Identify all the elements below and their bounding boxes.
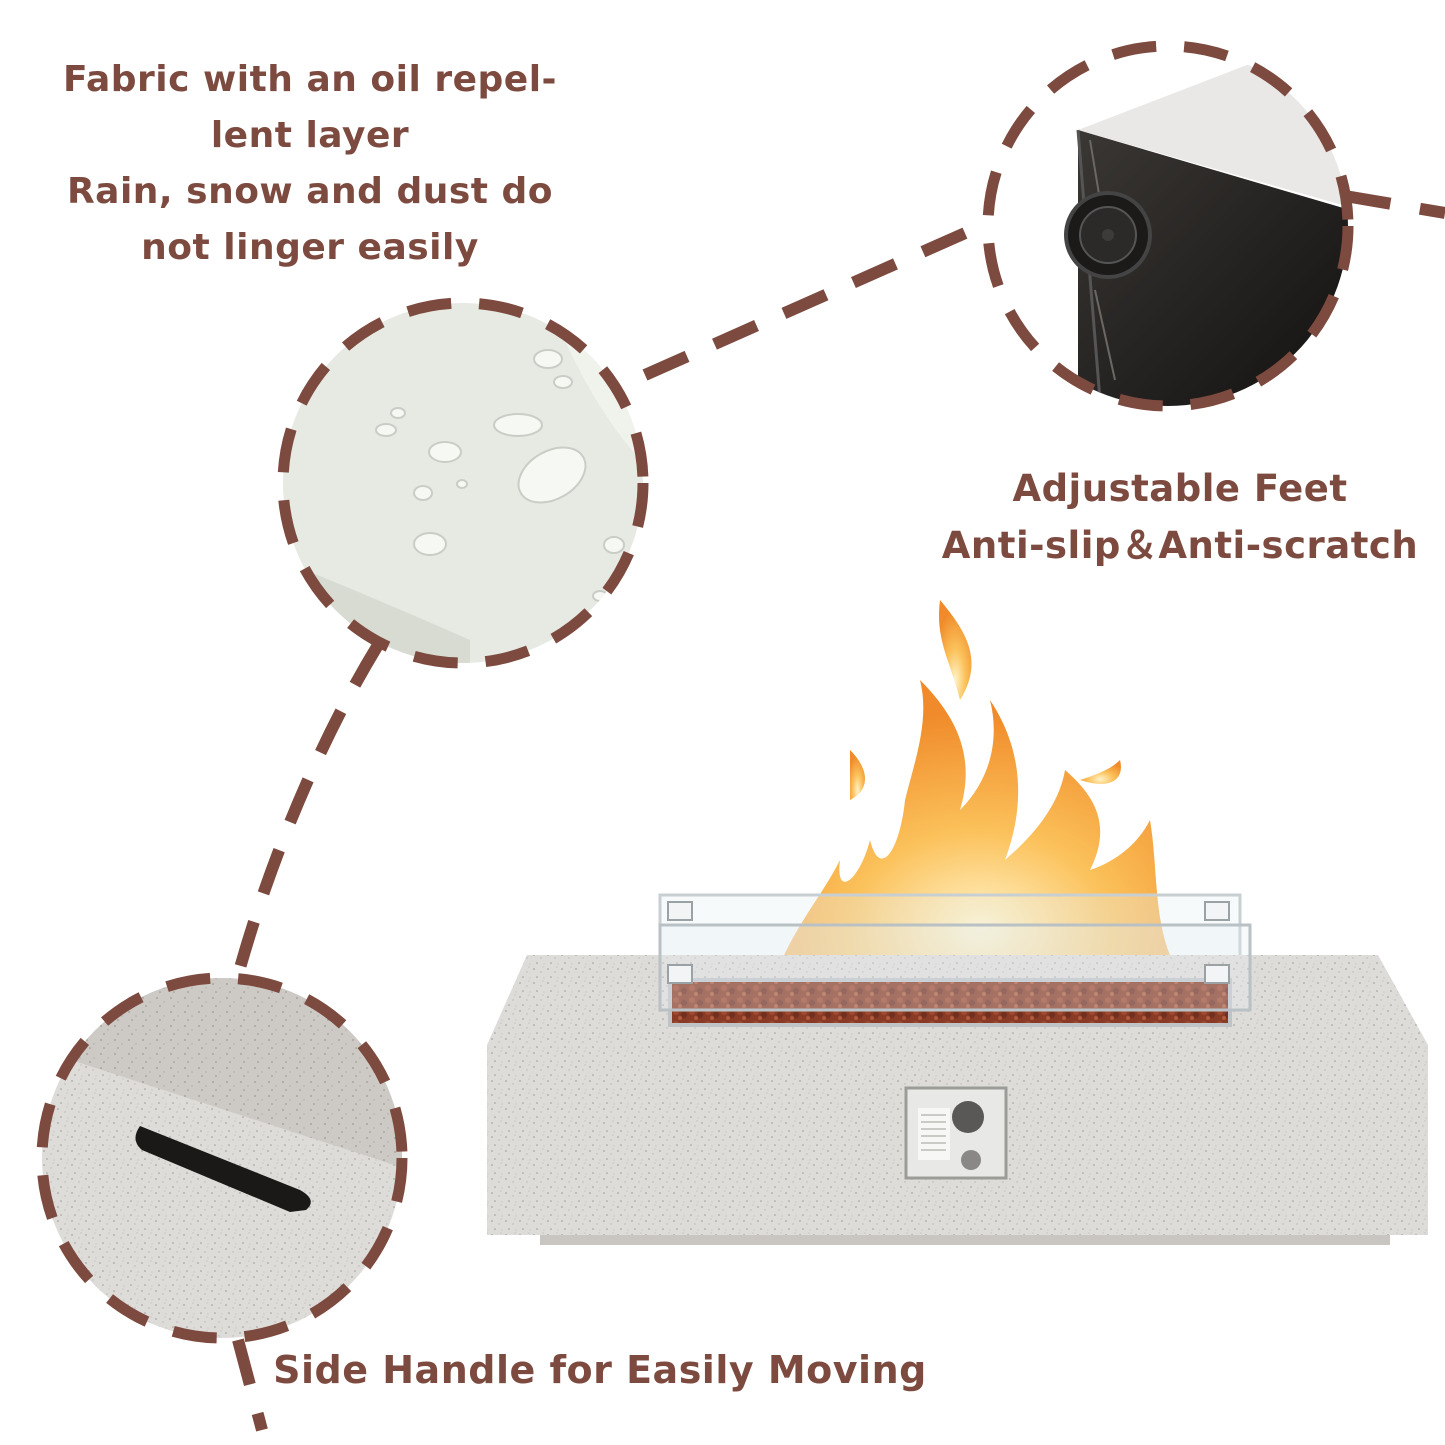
water-droplets: [375, 349, 625, 602]
fabric-detail-circle: [277, 297, 649, 669]
fabric-caption-line: Rain, snow and dust do: [66, 171, 554, 212]
handle-detail-circle: [36, 972, 408, 1344]
lava-rock-tray: [668, 978, 1232, 1027]
ignition-panel: [904, 1086, 1008, 1180]
adjustable-foot-knob: [1064, 191, 1152, 279]
control-knob: [952, 1101, 984, 1133]
feet-caption-line: Anti-slip＆Anti-scratch: [941, 524, 1419, 567]
connector-lines: [232, 190, 1445, 1432]
fabric-caption: Fabric with an oil repel- lent layer Rai…: [40, 52, 580, 276]
fabric-caption-line: Fabric with an oil repel-: [62, 59, 558, 100]
connector-feet-right: [1343, 190, 1445, 219]
igniter-button: [961, 1150, 981, 1170]
feet-caption: Adjustable Feet Anti-slip＆Anti-scratch: [920, 460, 1440, 574]
fabric-caption-line: lent layer: [210, 115, 410, 156]
connector-fabric-handle: [232, 641, 384, 977]
fabric-caption-line: not linger easily: [141, 227, 479, 268]
feet-caption-line: Adjustable Feet: [1012, 467, 1348, 510]
handle-caption: Side Handle for Easily Moving: [273, 1348, 927, 1392]
flame: [770, 600, 1190, 990]
connector-handle-bottom: [232, 1338, 268, 1432]
feet-detail-circle: [982, 40, 1354, 412]
connector-fabric-feet: [642, 216, 993, 381]
fire-pit: [487, 600, 1428, 1245]
